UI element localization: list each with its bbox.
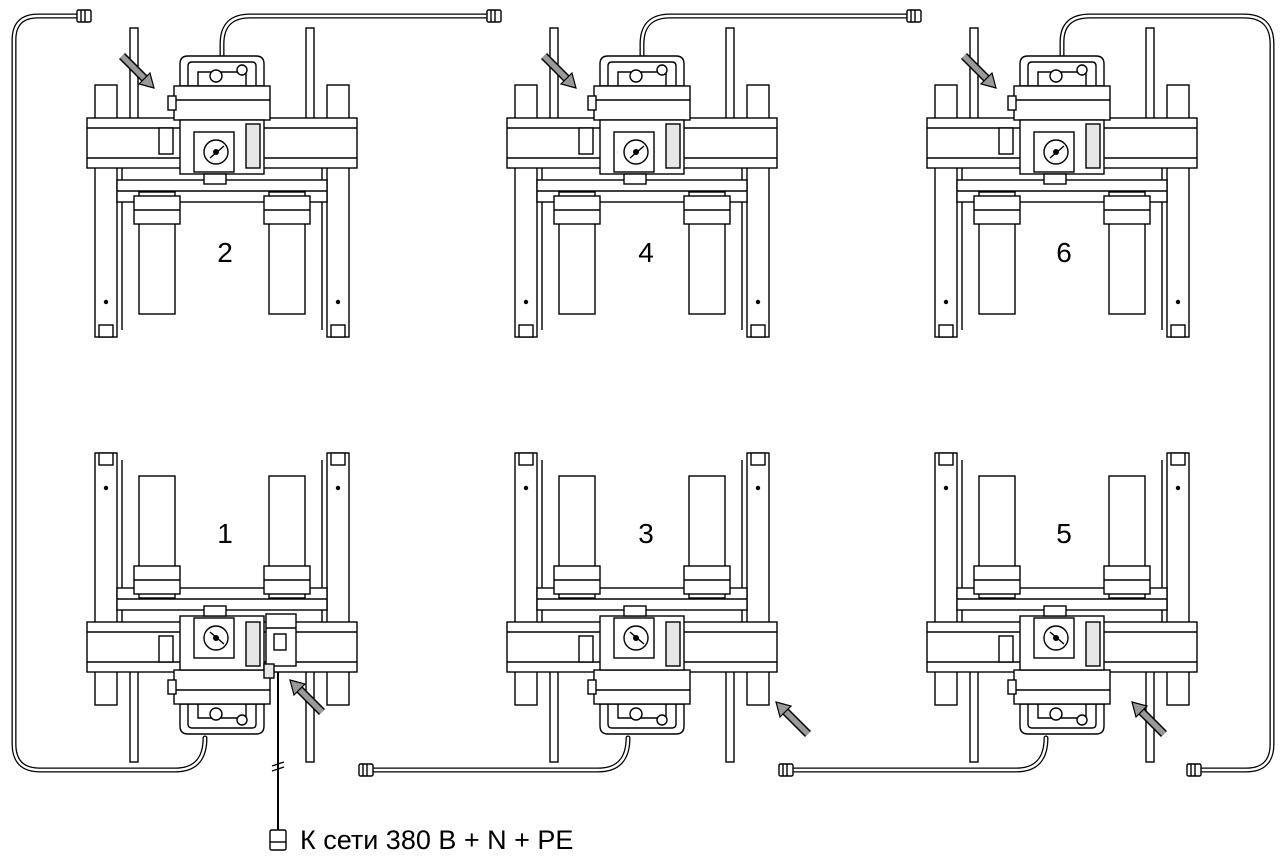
connector-icon: [906, 9, 922, 23]
machine-unit-1: [86, 452, 358, 763]
machine-unit-6: [926, 27, 1198, 338]
plug-icon: [269, 829, 287, 851]
machine-unit-5: [926, 452, 1198, 763]
unit-number-4: 4: [638, 237, 654, 268]
unit-number-3: 3: [638, 518, 654, 549]
cables: [11, 13, 1275, 830]
machine-unit-4: [506, 27, 778, 338]
unit-number-5: 5: [1056, 518, 1072, 549]
power-label: К сети 380 В + N + PE: [300, 825, 574, 855]
connector-icon: [76, 9, 92, 23]
machine-unit-2: [86, 27, 358, 338]
unit-number-2: 2: [217, 237, 233, 268]
unit-number-1: 1: [217, 518, 233, 549]
arrow-icon: [544, 56, 576, 88]
connector-icon: [778, 763, 794, 777]
control-box: [263, 613, 297, 679]
unit-number-6: 6: [1056, 237, 1072, 268]
connector-icon: [358, 763, 374, 777]
machine-unit-3: [506, 452, 778, 763]
arrow-icon: [964, 56, 996, 88]
connector-icon: [486, 9, 502, 23]
connector-icon: [1186, 763, 1202, 777]
arrow-icon: [776, 702, 808, 734]
